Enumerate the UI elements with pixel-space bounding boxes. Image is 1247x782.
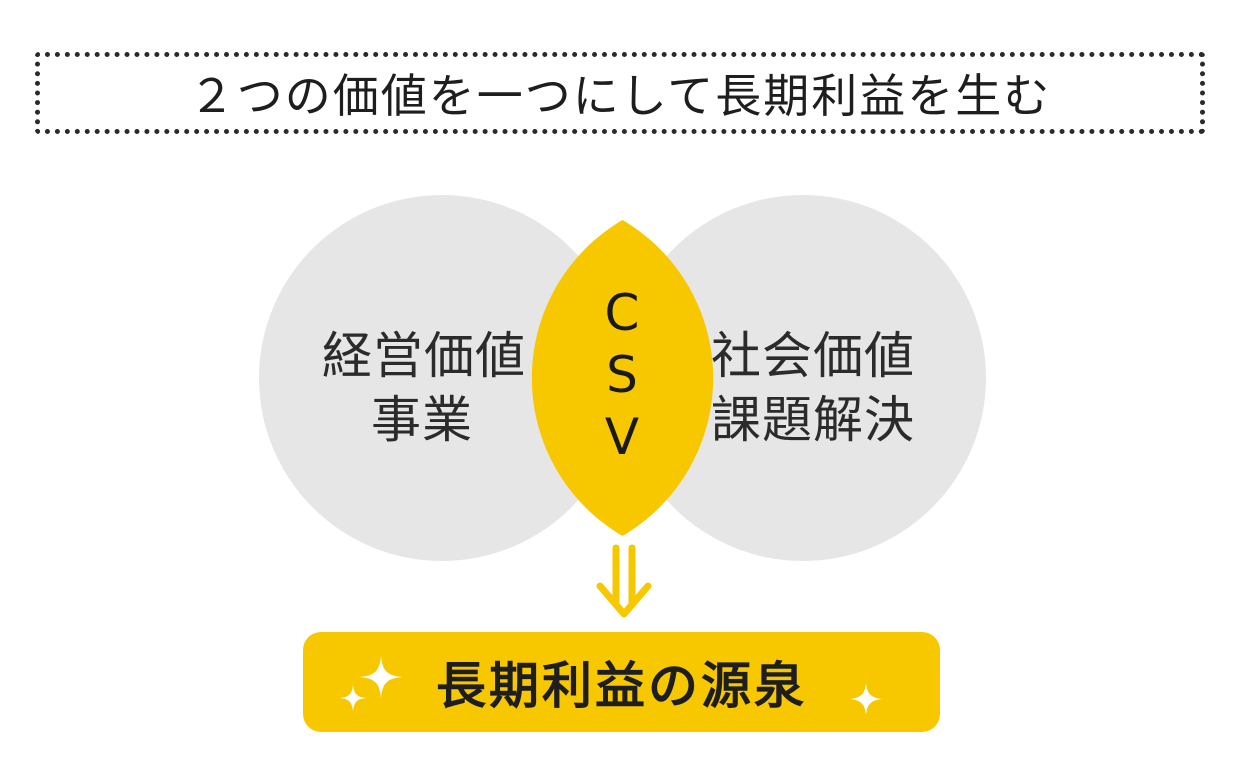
left-label-line1: 経営価値: [322, 327, 526, 385]
overlap-label: C S V: [592, 282, 652, 468]
right-label-line2: 課題解決: [711, 391, 915, 449]
overlap-letter-s: S: [606, 346, 638, 404]
diagram-title: ２つの価値を一つにして長期利益を生む: [188, 69, 1052, 123]
sparkle-icon: [360, 656, 402, 698]
sparkle-icon: [850, 683, 882, 715]
right-label-line1: 社会価値: [711, 327, 915, 385]
right-circle: [620, 195, 986, 561]
title-box: ２つの価値を一つにして長期利益を生む: [35, 52, 1205, 134]
sparkle-icon: [340, 685, 366, 711]
overlap-letter-v: V: [604, 408, 640, 466]
left-circle-label: 経営価値 事業: [322, 324, 526, 452]
result-box: 長期利益の源泉: [303, 632, 940, 732]
double-down-arrow-icon: [596, 544, 652, 618]
overlap-letter-c: C: [604, 284, 640, 342]
left-label-line2: 事業: [371, 391, 473, 449]
right-circle-label: 社会価値 課題解決: [708, 324, 918, 452]
overlap-lens: [531, 220, 714, 536]
result-label: 長期利益の源泉: [436, 657, 807, 715]
left-circle: [259, 195, 625, 561]
